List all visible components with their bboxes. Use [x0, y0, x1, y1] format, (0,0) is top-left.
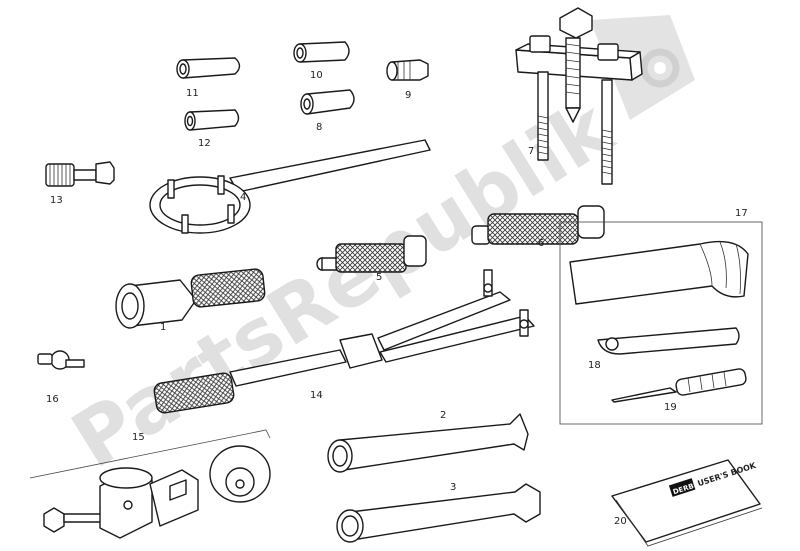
callout-7: 7 [528, 146, 534, 157]
part-8-sleeve: 8 [300, 89, 355, 133]
part-2-tube: 2 [327, 410, 529, 473]
part-3-tube: 3 [336, 482, 541, 543]
callout-3: 3 [450, 482, 456, 493]
part-4-pin-wrench: 4 [149, 139, 431, 234]
part-11-sleeve: 11 [176, 57, 241, 99]
callout-8: 8 [316, 122, 322, 133]
callout-4: 4 [240, 192, 246, 203]
part-13-adaptor: 13 [45, 161, 115, 206]
part-12-sleeve: 12 [184, 109, 240, 149]
callout-20: 20 [614, 516, 627, 527]
part-14-holder: 14 [153, 269, 535, 414]
callout-17: 17 [735, 208, 748, 219]
part-16-fitting: 16 [37, 350, 85, 405]
callout-11: 11 [186, 88, 199, 99]
part-6-driver: 6 [471, 205, 605, 249]
callout-5: 5 [376, 272, 382, 283]
gear-icon [590, 15, 695, 120]
part-10-sleeve: 10 [293, 41, 350, 81]
callout-10: 10 [310, 70, 323, 81]
callout-16: 16 [46, 394, 59, 405]
part-9-socket: 9 [386, 59, 429, 101]
part-17-toolbag-group: 17 18 19 [559, 208, 763, 425]
callout-12: 12 [198, 138, 211, 149]
part-5-driver: 5 [316, 235, 427, 283]
callout-9: 9 [405, 90, 411, 101]
callout-14: 14 [310, 390, 323, 401]
part-1-socket: 1 [115, 268, 266, 333]
callout-18: 18 [588, 360, 601, 371]
part-7-puller: 7 [515, 7, 643, 185]
callout-19: 19 [664, 402, 677, 413]
part-20-users-book: DERBI USER'S BOOK 20 [611, 459, 763, 547]
callout-6: 6 [538, 238, 544, 249]
callout-13: 13 [50, 195, 63, 206]
callout-1: 1 [160, 322, 166, 333]
part-15-flywheel-puller-set: 15 [29, 429, 271, 539]
callout-2: 2 [440, 410, 446, 421]
callout-15: 15 [132, 432, 145, 443]
